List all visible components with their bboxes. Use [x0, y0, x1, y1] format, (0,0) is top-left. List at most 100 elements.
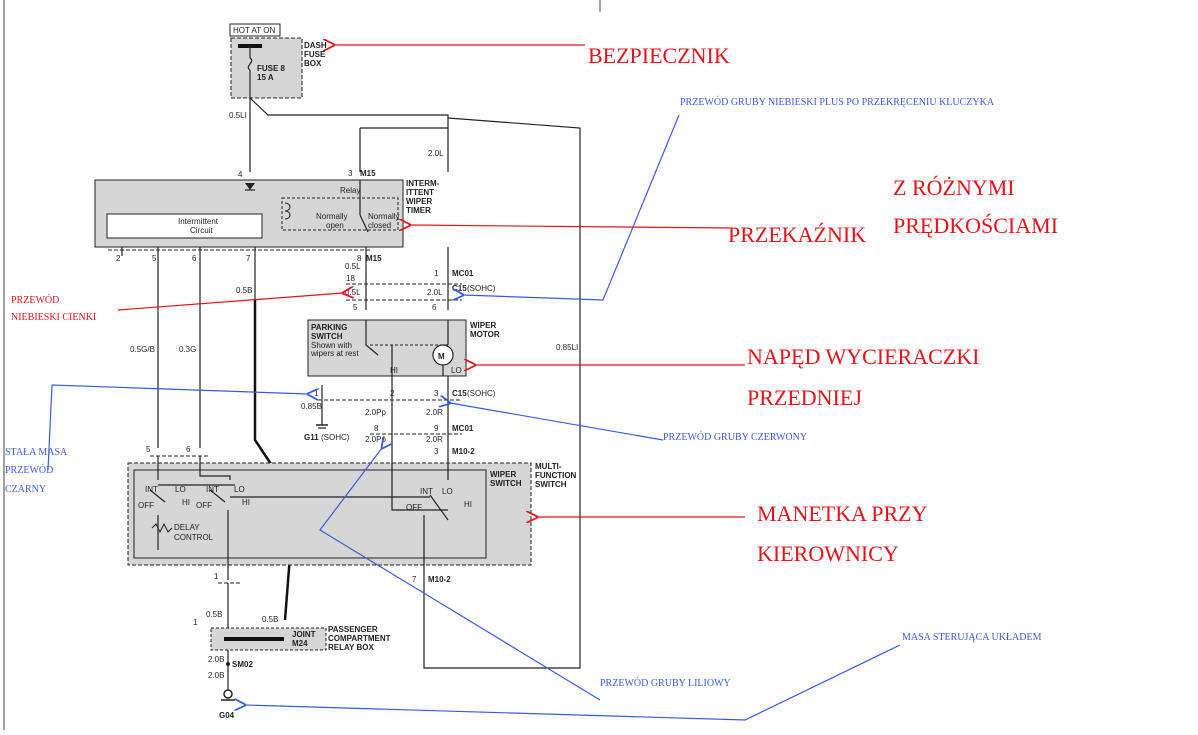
sw-hi-2: HI [242, 498, 250, 507]
relay-coil-icon [284, 202, 291, 220]
pin-6c: 6 [186, 445, 191, 454]
wire-label-05li: 0.5LI [229, 111, 247, 120]
wire-label-05b-left: 0.5B [206, 610, 222, 619]
pin-6: 6 [192, 254, 197, 263]
annotation-relay: PRZEKAŹNIK [728, 222, 866, 247]
timer-name-3: WIPER [406, 197, 432, 206]
splice-sm02-icon [226, 662, 230, 666]
sw-lo-1: LO [175, 485, 186, 494]
intermittent-wiper-timer: 4 3 M15 Relay Normally open Normally clo… [94, 169, 440, 248]
annotation-arrows [47, 45, 901, 721]
connector-sm02: SM02 [232, 660, 253, 669]
pin-3: 3 [348, 169, 353, 178]
relay-label: Relay [340, 186, 360, 195]
connector-g04: G04 [219, 711, 235, 720]
pin-5c: 5 [146, 445, 151, 454]
fuse-output-wires [249, 97, 581, 669]
connector-c15-a: C15 [452, 284, 467, 293]
timer-name-1: INTERM- [406, 179, 440, 188]
timer-name-2: ITTENT [406, 188, 434, 197]
pin-7: 7 [246, 254, 251, 263]
parking-4: wipers at rest [310, 349, 359, 358]
sw-off-3: OFF [406, 503, 422, 512]
multifunction-switch: WIPER SWITCH MULTI- FUNCTION SWITCH INT … [127, 456, 577, 580]
delay-1: DELAY [174, 523, 200, 532]
parking-3: Shown with [311, 341, 352, 350]
switch-body [133, 469, 487, 559]
circuit-label-2: Circuit [190, 226, 213, 235]
sw-off-1: OFF [138, 501, 154, 510]
wire-label-20l-b: 2.0L [427, 288, 443, 297]
hot-at-on-box [229, 23, 281, 37]
annotation-motor-2: PRZEDNIEJ [747, 385, 862, 410]
connector-m10-2: M10-2 [452, 447, 475, 456]
wire-label-20pp-b: 2.0Pp [365, 435, 386, 444]
mfs-name-3: SWITCH [535, 480, 567, 489]
connector-g11: G11 [304, 433, 319, 442]
sw-hi-3: HI [464, 500, 472, 509]
ground-g04-icon [223, 689, 233, 699]
annotation-speeds-1: Z RÓŻNYMI [893, 175, 1015, 200]
annotation-fuse: BEZPIECZNIK [588, 43, 730, 68]
pin-1b: 1 [314, 389, 319, 398]
annotation-thick-red-wire: PRZEWÓD GRUBY CZERWONY [663, 431, 807, 443]
connector-m15: M15 [360, 169, 376, 178]
pin-1-switch: 1 [214, 572, 219, 581]
connector-m15-b: M15 [366, 254, 382, 263]
thick-black-wire [253, 300, 294, 621]
annotation-thick-blue-wire: PRZEWÓD GRUBY NIEBIESKI PLUS PO PRZEKRĘC… [680, 96, 995, 108]
fuse-box-name-1: DASH [304, 41, 327, 50]
pin-4: 4 [238, 170, 243, 179]
normally-open-2: open [326, 221, 344, 230]
sw-off-2: OFF [196, 501, 212, 510]
pin-3b: 3 [434, 389, 439, 398]
sw-lo-2: LO [234, 485, 245, 494]
annotation-control-ground: MASA STERUJĄCA UKŁADEM [902, 632, 1042, 643]
passenger-relay-box: JOINT M24 PASSENGER COMPARTMENT RELAY BO… [210, 625, 391, 652]
pin-8b: 8 [374, 424, 379, 433]
motor-body [307, 319, 467, 377]
annotation-stalk-2: KIEROWNICY [757, 541, 899, 566]
motor-hi: HI [390, 366, 398, 375]
relay-contact-icon [359, 214, 369, 233]
g11-sohc: (SOHC) [321, 433, 350, 442]
pin-18: 18 [346, 274, 355, 283]
sw-hi-1: HI [182, 498, 190, 507]
hot-at-on-label: HOT AT ON [233, 26, 275, 35]
wire-label-20b-b: 2.0B [208, 671, 224, 680]
fuse-rating: 15 A [257, 73, 274, 82]
wire-label-20r-a: 2.0R [426, 408, 443, 417]
fuse-icon [247, 57, 253, 71]
wire-label-20r-b: 2.0R [426, 435, 443, 444]
connector-c15-b: C15 [452, 389, 467, 398]
junction-name-2: COMPARTMENT [328, 634, 391, 643]
wire-label-085b: 0.85B [301, 402, 322, 411]
connector-m10-2-b: M10-2 [428, 575, 451, 584]
normally-open-1: Normally [316, 212, 348, 221]
wire-label-05b-top: 0.5B [236, 286, 252, 295]
sohc-b: (SOHC) [467, 389, 496, 398]
pin-9: 9 [434, 424, 439, 433]
annotation-speeds-2: PRĘDKOŚCIAMI [893, 213, 1058, 238]
wire-label-085li: 0.85LI [556, 343, 578, 352]
wiper-switch-2: SWITCH [490, 479, 522, 488]
mfs-name-1: MULTI- [535, 462, 562, 471]
wire-label-03g: 0.3G [179, 345, 196, 354]
pin-5: 5 [152, 254, 157, 263]
pin-6b: 6 [432, 303, 437, 312]
circuit-label-1: Intermittent [178, 217, 219, 226]
wire-label-1-left: 1 [193, 618, 198, 627]
fuse-box-name-2: FUSE [304, 50, 326, 59]
pin-3c: 3 [434, 447, 439, 456]
annotation-ground-1: STAŁA MASA [5, 447, 68, 458]
wire-label-05gb: 0.5G/B [130, 345, 155, 354]
intermittent-circuit-box [106, 213, 263, 239]
joint-1: JOINT [292, 630, 316, 639]
junction-name-1: PASSENGER [328, 625, 378, 634]
wire-label-05l-b: 0.5L [345, 288, 361, 297]
sw-int-1: INT [145, 485, 158, 494]
pin-1: 1 [434, 269, 439, 278]
joint-2: M24 [292, 639, 308, 648]
timer-bottom-connector: 2 5 6 7 8 M15 [108, 249, 382, 263]
